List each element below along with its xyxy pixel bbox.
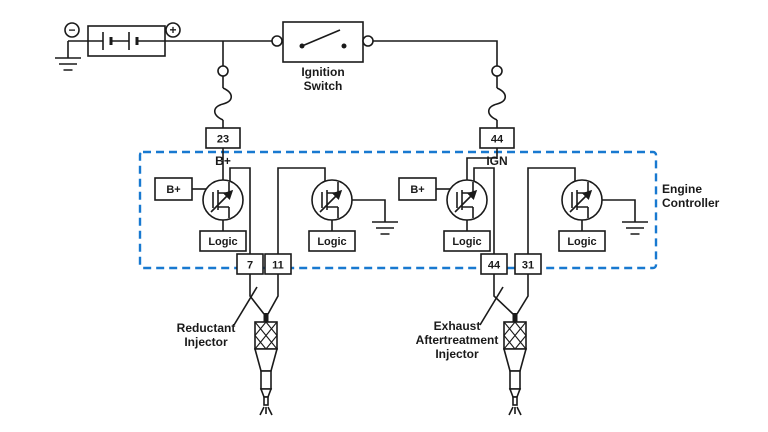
connector-icon-switch-left [271, 35, 283, 47]
wire-switch-to-ign-drop [373, 40, 498, 66]
wire-driver2-output [277, 167, 326, 254]
fet-driver-icon-3 [447, 180, 487, 220]
switch-blade-icon [301, 29, 341, 47]
injector-icon-reductant [254, 312, 278, 416]
exhaust-aftertreatment-injector: Exhaust Aftertreatment Injector [416, 274, 529, 416]
exhaust-injector-label-line3: Injector [435, 347, 479, 361]
pin-11-number: 11 [272, 259, 284, 271]
pin-31-number: 31 [522, 259, 534, 271]
wire-driver1-output [229, 167, 251, 254]
driver-2: Logic [277, 167, 399, 254]
wire-pin44-to-driver3 [466, 148, 498, 180]
engine-controller-boundary [138, 150, 658, 270]
connector-slash-icon-left [233, 286, 258, 326]
battery-minus-symbol: − [68, 23, 75, 37]
fusible-link-icon-ign [487, 87, 507, 121]
ground-icon-driver4 [621, 221, 649, 235]
ignition-switch: Ignition Switch [271, 21, 374, 93]
connector-icon-switch-right [362, 35, 374, 47]
battery: − + [64, 22, 181, 57]
reductant-injector-label-line2: Injector [184, 335, 228, 349]
wire-pin31-to-injector [516, 274, 529, 315]
pin-44-bottom-number: 44 [488, 259, 501, 271]
driver-4: Logic [527, 167, 649, 254]
battery-minus-terminal-icon [64, 22, 80, 38]
wire-pin44-to-injector [493, 274, 514, 315]
battery-plus-terminal-icon [165, 22, 181, 38]
fet-driver-icon-4 [562, 180, 602, 220]
ignition-switch-label-line1: Ignition [301, 65, 344, 79]
fet-driver-icon-2 [312, 180, 352, 220]
battery-ground-wire [67, 40, 88, 58]
exhaust-injector-label-line2: Aftertreatment [416, 333, 499, 347]
reductant-injector: Reductant Injector [177, 274, 279, 416]
reductant-injector-label-line1: Reductant [177, 321, 236, 335]
wire-pin11-to-injector [267, 274, 279, 315]
wire-driver3-output [473, 167, 495, 254]
controller-output-pins: 7 11 44 31 [236, 253, 542, 275]
pin-23-number: 23 [217, 133, 229, 145]
ignition-switch-label-line2: Switch [304, 79, 343, 93]
switch-contact-icon [341, 43, 347, 49]
wire-driver2-ground [352, 199, 386, 222]
driver-1: B+ Logic [154, 148, 251, 254]
bplus-box-1-label: B+ [166, 184, 180, 196]
connector-icon-bplus [217, 65, 229, 77]
logic-box-2-label: Logic [317, 236, 346, 248]
logic-box-3 [443, 230, 491, 252]
driver-3: B+ Logic [398, 148, 498, 254]
ground-icon-battery [54, 57, 82, 71]
logic-box-3-label: Logic [452, 236, 481, 248]
connector-slash-icon-right [479, 286, 504, 326]
battery-plus-symbol: + [169, 23, 176, 37]
ignition-switch-box [282, 21, 364, 63]
logic-box-4 [558, 230, 606, 252]
logic-box-2 [308, 230, 356, 252]
wire-driver4-output [527, 167, 576, 254]
pin-44-top-number: 44 [491, 133, 504, 145]
fet-driver-icon-1 [203, 180, 243, 220]
logic-box-1 [199, 230, 247, 252]
logic-box-1-label: Logic [208, 236, 237, 248]
connector-icon-ign [491, 65, 503, 77]
engine-controller-label-line1: Engine [662, 182, 702, 196]
pin-7-number: 7 [247, 259, 253, 271]
logic-box-4-label: Logic [567, 236, 596, 248]
bplus-box-2-label: B+ [410, 184, 424, 196]
ground-icon-driver2 [371, 221, 399, 235]
engine-controller-label-line2: Controller [662, 196, 720, 210]
wire-pin7-to-injector [249, 274, 265, 315]
wire-driver4-ground [602, 199, 636, 222]
injector-icon-exhaust [503, 312, 527, 416]
fusible-link-icon-bplus [213, 87, 233, 121]
exhaust-injector-label-line1: Exhaust [434, 319, 481, 333]
